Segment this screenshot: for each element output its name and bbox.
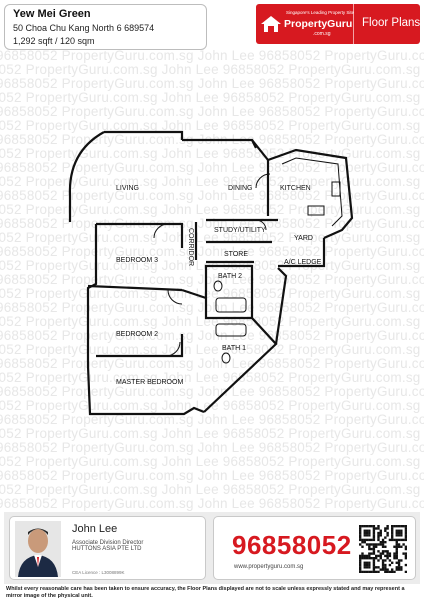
kitchen-wall bbox=[267, 148, 354, 240]
property-info-box: Yew Mei Green 50 Choa Chu Kang North 6 6… bbox=[4, 4, 207, 50]
room-label-ac-ledge: A/C LEDGE bbox=[284, 259, 322, 266]
room-label-store: STORE bbox=[224, 251, 248, 258]
room-label-bath-2: BATH 2 bbox=[218, 273, 242, 280]
watermark-line: 96858052 PropertyGuru.com.sg John Lee 96… bbox=[0, 216, 424, 231]
door-swing bbox=[165, 341, 181, 357]
watermark-line: 96858052 PropertyGuru.com.sg John Lee 96… bbox=[0, 496, 424, 511]
floor-plans-title: Floor Plans bbox=[362, 17, 421, 29]
avatar bbox=[15, 521, 61, 577]
room-label-bedroom-2: BEDROOM 2 bbox=[116, 331, 158, 338]
room-label-dining: DINING bbox=[228, 185, 253, 192]
watermark-line: 96858052 PropertyGuru.com.sg John Lee 96… bbox=[0, 300, 424, 315]
room-label-corridor: CORRIDOR bbox=[187, 228, 194, 266]
property-size: 1,292 sqft / 120 sqm bbox=[13, 36, 95, 46]
watermark-line: 96858052 PropertyGuru.com.sg John Lee 96… bbox=[0, 468, 424, 483]
watermark-line: 96858052 PropertyGuru.com.sg John Lee 96… bbox=[0, 118, 424, 133]
door-swing bbox=[153, 223, 169, 239]
watermark-line: 96858052 PropertyGuru.com.sg John Lee 96… bbox=[0, 482, 424, 497]
watermark-line: 96858052 PropertyGuru.com.sg John Lee 96… bbox=[0, 90, 424, 105]
agent-title: Associate Division Director bbox=[72, 540, 144, 546]
agent-name: John Lee bbox=[72, 523, 118, 535]
sink bbox=[331, 181, 341, 197]
bathtub-1 bbox=[215, 323, 247, 337]
watermark-line: 96858052 PropertyGuru.com.sg John Lee 96… bbox=[0, 174, 424, 189]
watermark-line: 96858052 PropertyGuru.com.sg John Lee 96… bbox=[0, 160, 424, 175]
floor-plan: LIVING DINING KITCHEN YARD A/C LEDGE STU… bbox=[68, 130, 354, 416]
agent-cea-licence: CEA Licence : L3008899K bbox=[72, 570, 125, 575]
brand-name: PropertyGuru bbox=[284, 18, 353, 30]
room-label-bedroom-3: BEDROOM 3 bbox=[116, 257, 158, 264]
stove bbox=[307, 205, 325, 216]
brand-url: .com.sg bbox=[313, 31, 331, 37]
watermark-line: 96858052 PropertyGuru.com.sg John Lee 96… bbox=[0, 314, 424, 329]
property-name: Yew Mei Green bbox=[13, 8, 91, 20]
watermark-line: 96858052 PropertyGuru.com.sg John Lee 96… bbox=[0, 426, 424, 441]
watermark-line: 96858052 PropertyGuru.com.sg John Lee 96… bbox=[0, 356, 424, 371]
watermark-line: 96858052 PropertyGuru.com.sg John Lee 96… bbox=[0, 510, 424, 512]
watermark-line: 96858052 PropertyGuru.com.sg John Lee 96… bbox=[0, 454, 424, 469]
watermark-line: 96858052 PropertyGuru.com.sg John Lee 96… bbox=[0, 440, 424, 455]
room-label-kitchen: KITCHEN bbox=[280, 185, 311, 192]
watermark-line: 96858052 PropertyGuru.com.sg John Lee 96… bbox=[0, 48, 424, 63]
toilet-2 bbox=[213, 280, 223, 292]
watermark-line: 96858052 PropertyGuru.com.sg John Lee 96… bbox=[0, 342, 424, 357]
disclaimer: Whilst every reasonable care has been ta… bbox=[6, 586, 405, 599]
watermark-line: 96858052 PropertyGuru.com.sg John Lee 96… bbox=[0, 328, 424, 343]
toilet-1 bbox=[221, 352, 231, 364]
watermark-line: 96858052 PropertyGuru.com.sg John Lee 96… bbox=[0, 272, 424, 287]
agent-photo-icon bbox=[15, 521, 61, 577]
door-swing bbox=[255, 219, 267, 231]
agent-card[interactable]: John Lee Associate Division Director HUT… bbox=[9, 516, 206, 580]
living-bay-wall bbox=[68, 131, 105, 222]
watermark-line: 96858052 PropertyGuru.com.sg John Lee 96… bbox=[0, 412, 424, 427]
agent-company: HUTTONS ASIA PTE LTD bbox=[72, 546, 142, 552]
watermark-line: 96858052 PropertyGuru.com.sg John Lee 96… bbox=[0, 104, 424, 119]
watermark-line: 96858052 PropertyGuru.com.sg John Lee 96… bbox=[0, 146, 424, 161]
door-swing bbox=[167, 289, 183, 305]
brand-logo-block: Singapore's Leading Property Site Proper… bbox=[256, 4, 354, 44]
door-swing bbox=[255, 173, 271, 189]
room-label-master-bedroom: MASTER BEDROOM bbox=[116, 379, 183, 386]
bathtub-2 bbox=[215, 297, 247, 313]
contact-card[interactable]: 96858052 www.propertyguru.com.sg bbox=[213, 516, 416, 580]
brand-tagline: Singapore's Leading Property Site bbox=[286, 10, 355, 15]
watermark-line: 96858052 PropertyGuru.com.sg John Lee 96… bbox=[0, 370, 424, 385]
qr-code-icon[interactable] bbox=[359, 525, 407, 573]
watermark-line: 96858052 PropertyGuru.com.sg John Lee 96… bbox=[0, 384, 424, 399]
watermark-line: 96858052 PropertyGuru.com.sg John Lee 96… bbox=[0, 188, 424, 203]
header: Yew Mei Green 50 Choa Chu Kang North 6 6… bbox=[4, 4, 420, 50]
property-address: 50 Choa Chu Kang North 6 689574 bbox=[13, 23, 155, 33]
brand-banner[interactable]: Singapore's Leading Property Site Proper… bbox=[256, 4, 420, 44]
watermark: 96858052 PropertyGuru.com.sg John Lee 96… bbox=[0, 48, 424, 512]
website-link[interactable]: www.propertyguru.com.sg bbox=[234, 564, 304, 570]
room-label-study: STUDY/UTILITY bbox=[214, 227, 266, 234]
kitchen-counter bbox=[281, 157, 343, 227]
watermark-line: 96858052 PropertyGuru.com.sg John Lee 96… bbox=[0, 230, 424, 245]
watermark-line: 96858052 PropertyGuru.com.sg John Lee 96… bbox=[0, 286, 424, 301]
house-logo-icon bbox=[261, 16, 281, 32]
room-label-living: LIVING bbox=[116, 185, 139, 192]
watermark-line: 96858052 PropertyGuru.com.sg John Lee 96… bbox=[0, 244, 424, 259]
phone-number[interactable]: 96858052 bbox=[232, 530, 352, 560]
watermark-line: 96858052 PropertyGuru.com.sg John Lee 96… bbox=[0, 62, 424, 77]
room-label-bath-1: BATH 1 bbox=[222, 345, 246, 352]
watermark-line: 96858052 PropertyGuru.com.sg John Lee 96… bbox=[0, 76, 424, 91]
agent-footer: John Lee Associate Division Director HUT… bbox=[4, 512, 420, 584]
room-label-yard: YARD bbox=[294, 235, 313, 242]
